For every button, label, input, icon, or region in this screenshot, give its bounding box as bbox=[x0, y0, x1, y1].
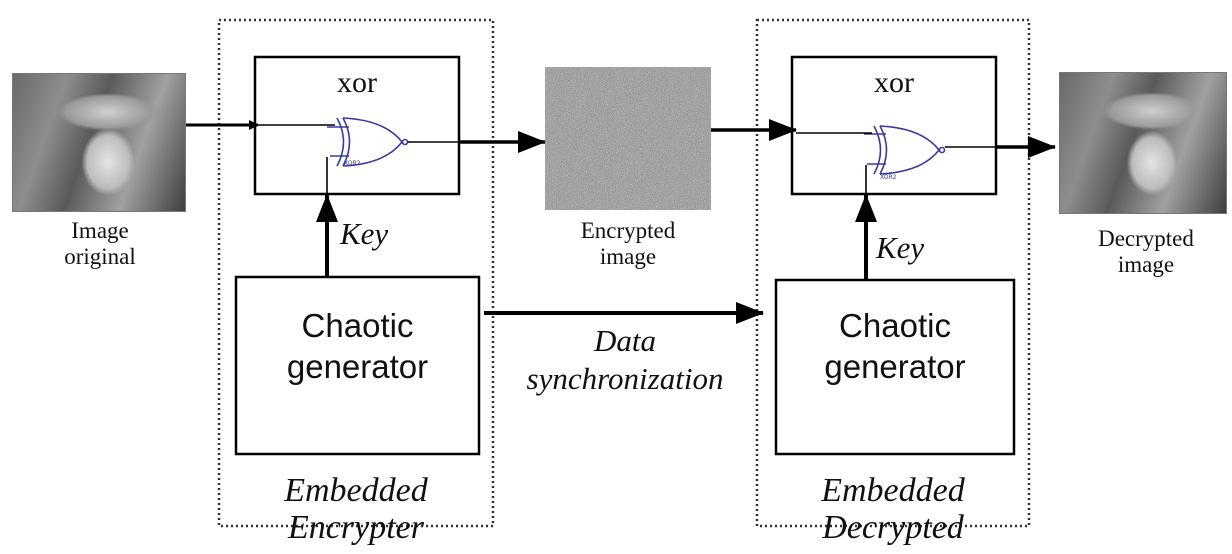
original-image-caption: Image original bbox=[30, 218, 170, 270]
decrypter-generator-label: Chaotic generator bbox=[776, 305, 1014, 388]
embedded-decrypter-boundary bbox=[755, 18, 1031, 528]
encrypter-block-label: Embedded Encrypter bbox=[219, 472, 493, 547]
decrypter-gate-tag: XOR2 bbox=[880, 174, 897, 181]
sync-label: Data synchronization bbox=[493, 322, 757, 398]
encrypter-block-line-2: Encrypter bbox=[288, 509, 424, 547]
encrypter-generator-label: Chaotic generator bbox=[236, 305, 479, 388]
encrypter-key-label: Key bbox=[340, 216, 389, 251]
encrypted-image-caption: Encrypted image bbox=[545, 218, 711, 270]
decrypter-generator-box bbox=[774, 278, 1016, 456]
decrypter-xor-label: xor bbox=[874, 66, 914, 99]
original-caption-line-2: original bbox=[64, 243, 136, 269]
decrypter-key-label: Key bbox=[876, 230, 925, 265]
decrypter-xor-gate-icon bbox=[864, 125, 946, 175]
encrypter-block-line-1: Embedded bbox=[284, 472, 428, 509]
original-caption-line-1: Image bbox=[71, 218, 129, 243]
decrypted-caption-line-1: Decrypted bbox=[1098, 226, 1194, 251]
encrypter-generator-line-2: generator bbox=[286, 348, 429, 386]
embedded-encrypter-boundary bbox=[217, 18, 495, 528]
sync-label-line-2: synchronization bbox=[526, 360, 724, 396]
sync-label-line-1: Data bbox=[594, 323, 656, 358]
decrypter-generator-line-1: Chaotic bbox=[839, 307, 951, 344]
encrypted-caption-line-2: image bbox=[599, 243, 657, 269]
original-image bbox=[12, 73, 186, 212]
encrypted-caption-line-1: Encrypted bbox=[580, 218, 676, 243]
decrypter-block-line-1: Embedded bbox=[821, 472, 965, 509]
encrypter-generator-box bbox=[234, 275, 481, 456]
decrypted-image bbox=[1059, 72, 1227, 214]
decrypted-image-caption: Decrypted image bbox=[1072, 226, 1220, 278]
decrypter-generator-line-2: generator bbox=[824, 348, 966, 386]
encrypter-generator-line-1: Chaotic bbox=[301, 307, 414, 344]
encrypter-xor-gate-icon bbox=[327, 117, 409, 167]
decrypter-block-label: Embedded Decrypted bbox=[757, 472, 1029, 547]
decrypted-caption-line-2: image bbox=[1117, 251, 1175, 277]
encrypted-image bbox=[545, 67, 711, 210]
encrypter-gate-tag: XOR2 bbox=[344, 160, 361, 167]
encrypter-xor-label: xor bbox=[337, 66, 377, 99]
decrypter-block-line-2: Decrypted bbox=[822, 509, 964, 547]
